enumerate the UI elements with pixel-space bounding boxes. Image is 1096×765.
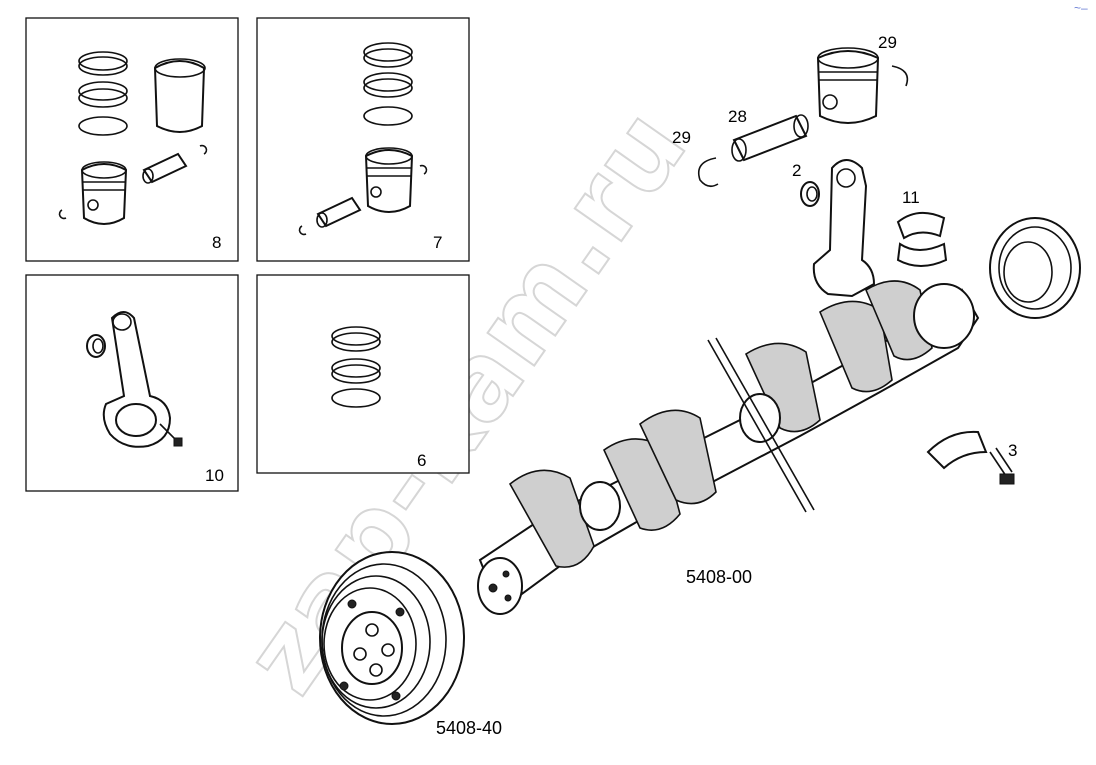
kit-box-7-frame	[256, 17, 470, 262]
circlip-7a	[419, 164, 428, 175]
piston-pin-8	[142, 152, 188, 184]
crankshaft	[477, 280, 980, 615]
connecting-rod-10	[102, 311, 172, 448]
circlip-7b	[298, 225, 307, 236]
callout-29-left: 29	[672, 128, 691, 147]
kit-box-10-label: 10	[205, 466, 224, 485]
callout-3: 3	[1008, 441, 1017, 460]
label-5408-40: 5408-40	[436, 718, 502, 738]
kit-box-8-label: 8	[212, 233, 221, 252]
rod-bolt-10	[159, 423, 183, 447]
callout-2: 2	[792, 161, 801, 180]
crank-pulley	[319, 551, 465, 725]
piston-rings-8	[78, 51, 128, 136]
kit-box-7-label: 7	[433, 233, 442, 252]
kit-box-8: 8	[25, 17, 239, 262]
piston-main	[816, 47, 880, 124]
label-5408-00: 5408-00	[686, 567, 752, 587]
crank-gear	[989, 217, 1081, 319]
rod-cap-bearing	[926, 430, 988, 470]
piston-8	[80, 161, 128, 225]
corner-mark: ~–	[1074, 1, 1088, 15]
piston-pin-main	[731, 114, 809, 162]
bushing-main	[800, 181, 820, 207]
kit-box-7: 7	[256, 17, 470, 262]
break-line-2	[715, 337, 815, 511]
kit-box-6-frame	[256, 274, 470, 474]
kit-box-6: 6	[256, 274, 470, 474]
kit-box-10: 10	[25, 274, 239, 492]
break-line-1	[707, 339, 807, 513]
piston-rings-6	[331, 326, 381, 408]
bushing-10	[86, 334, 106, 358]
main-bearing-shells	[896, 211, 948, 267]
piston-7	[364, 147, 414, 213]
callout-28: 28	[728, 107, 747, 126]
callout-11: 11	[902, 188, 920, 207]
circlip-8b	[58, 209, 67, 220]
kit-box-6-label: 6	[417, 451, 426, 470]
circlip-8a	[199, 144, 208, 155]
piston-pin-7	[316, 196, 362, 228]
connecting-rod-main	[812, 159, 876, 298]
cylinder-liner-8	[153, 58, 206, 133]
circlip-left	[697, 157, 719, 188]
piston-rings-7	[363, 42, 413, 126]
kit-box-8-frame	[25, 17, 239, 262]
circlip-right	[891, 65, 909, 87]
rod-bolt-main	[989, 447, 1015, 485]
callout-29-right: 29	[878, 33, 897, 52]
